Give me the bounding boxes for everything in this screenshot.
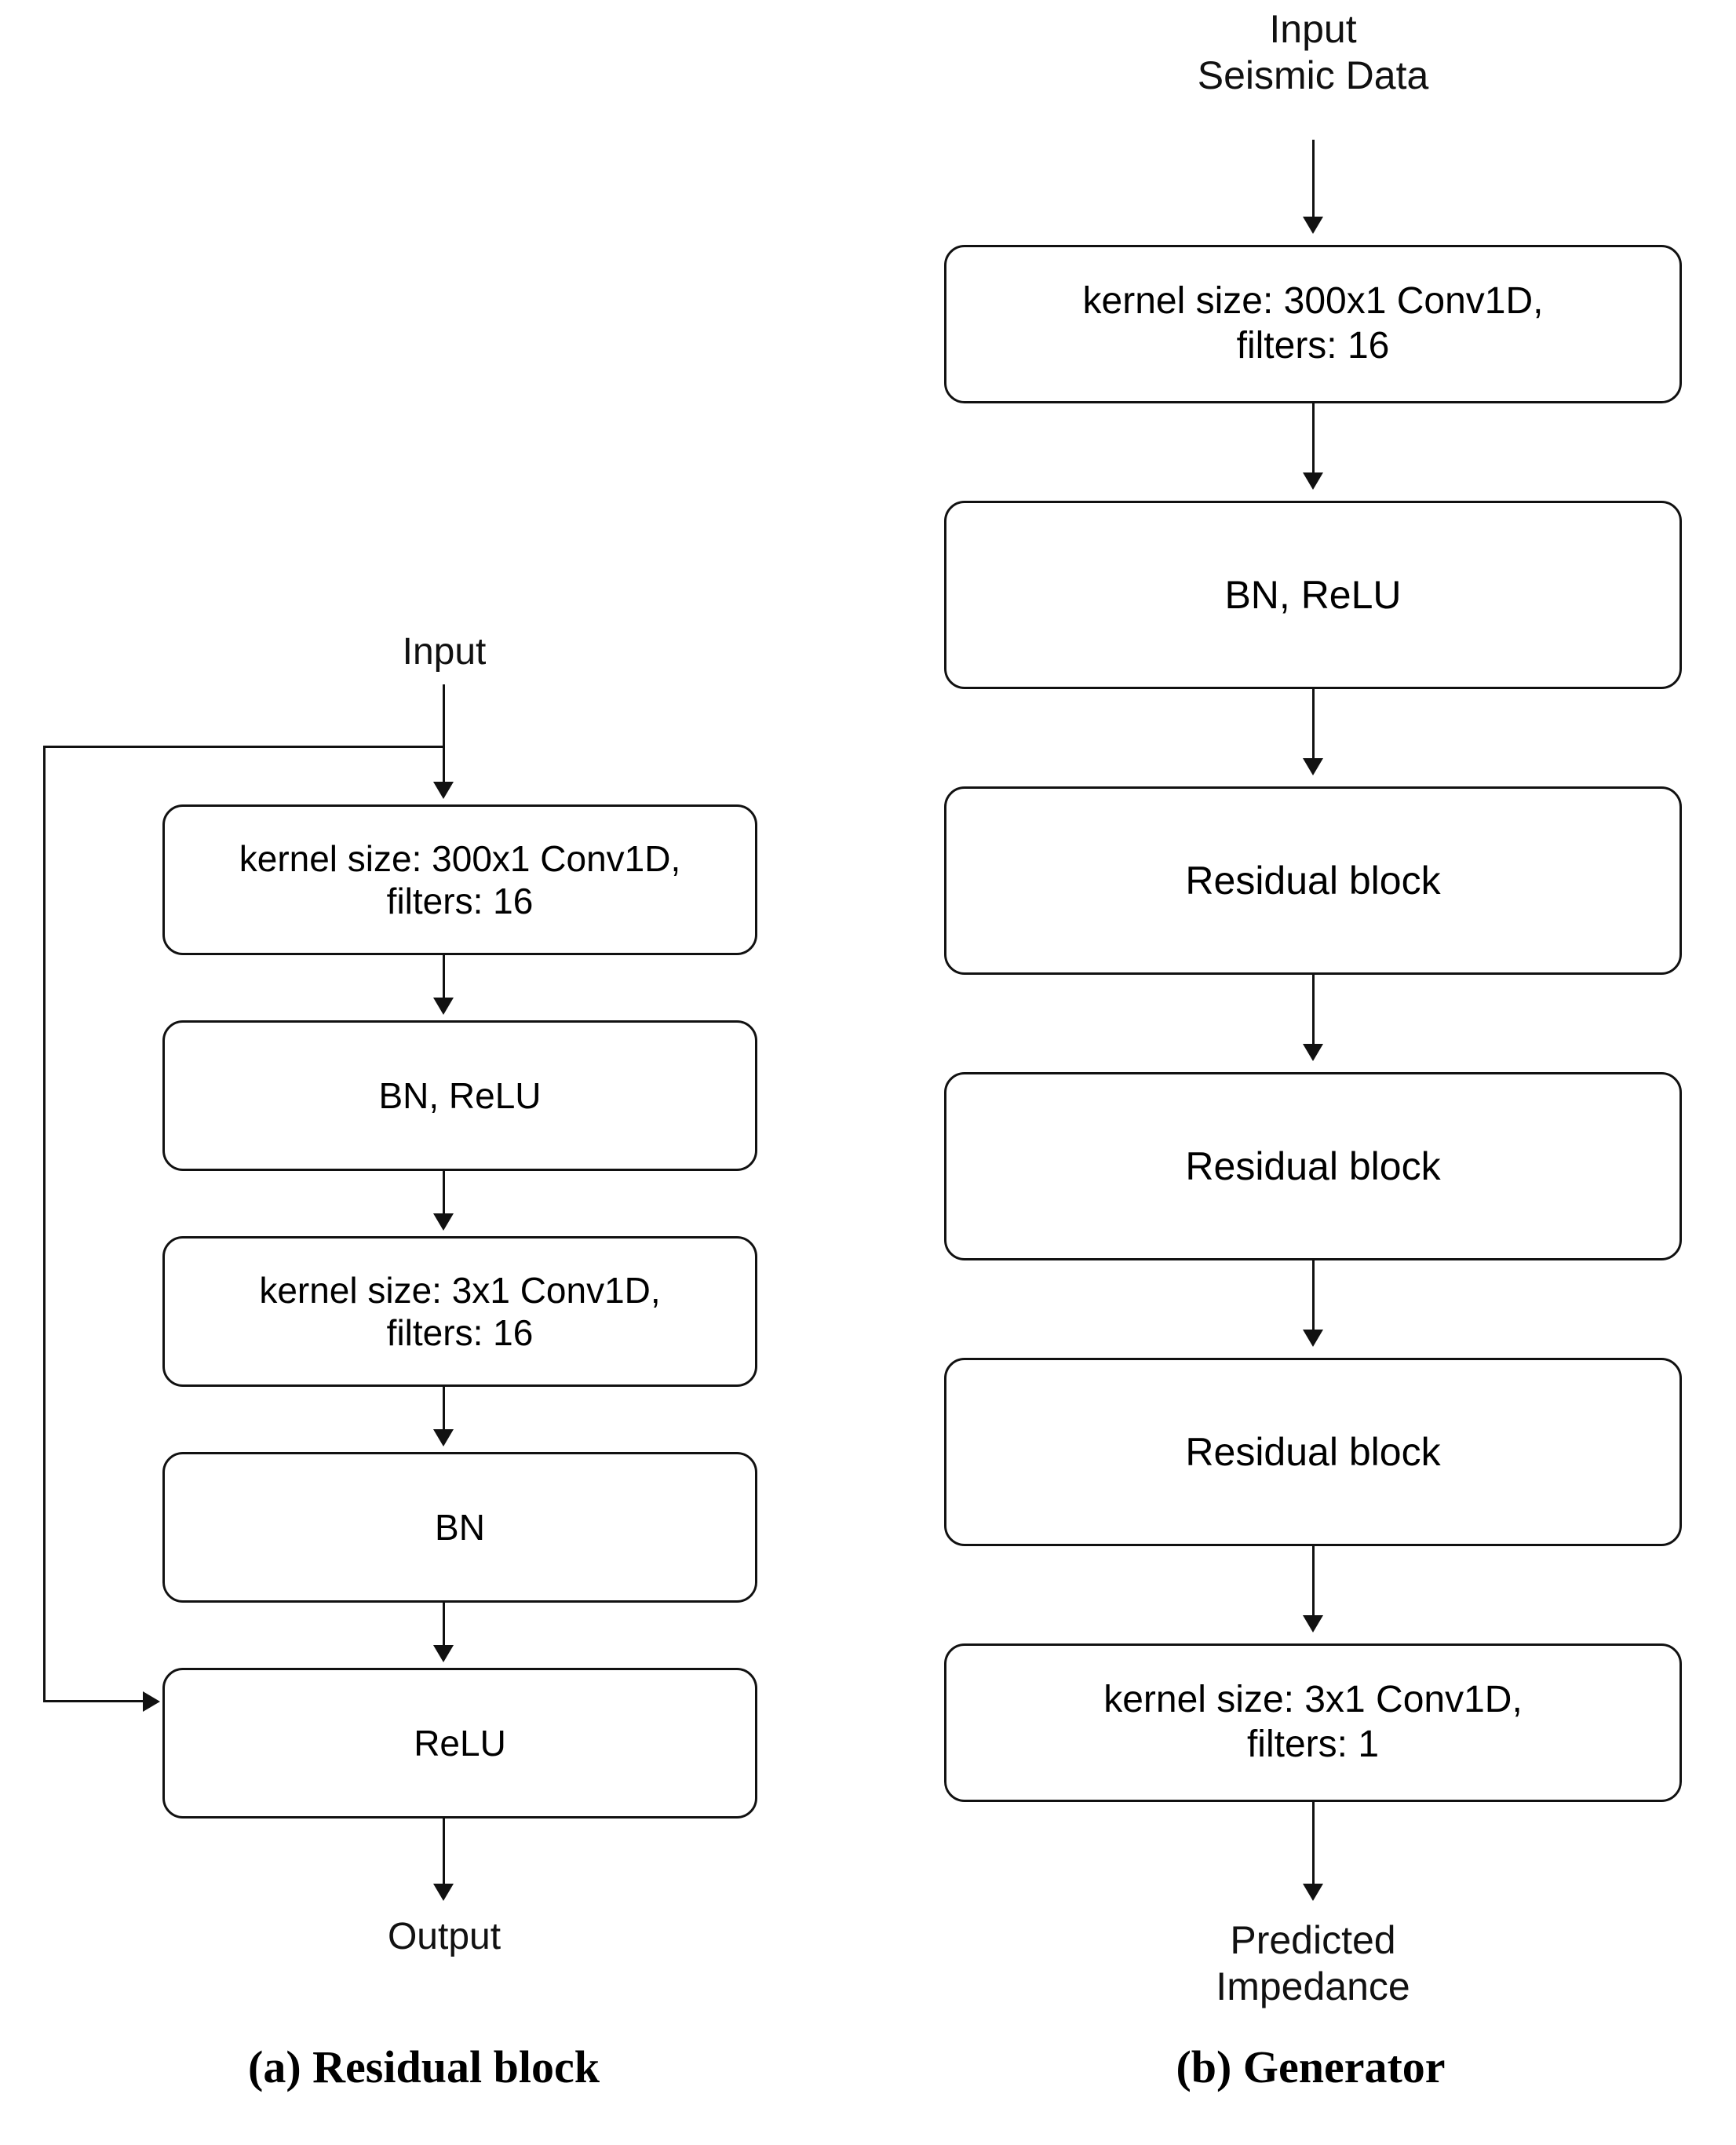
generator-output-label: Predicted Impedance [1216,1918,1410,2008]
connector-bnrelu-to-conv3 [443,1171,445,1217]
arrowhead-genbnrelu-to-res1 [1303,758,1323,775]
connector-conv300-to-bnrelu [443,955,445,1001]
node-gen-conv-300-label: kernel size: 300x1 Conv1D, filters: 16 [1082,280,1544,367]
node-gen-res-1[interactable]: Residual block [944,786,1682,975]
connector-res3-to-genconv3 [1312,1546,1315,1618]
node-gen-res-2-label: Residual block [1185,1144,1441,1188]
node-gen-res-2[interactable]: Residual block [944,1072,1682,1260]
node-conv-3[interactable]: kernel size: 3x1 Conv1D, filters: 16 [162,1236,757,1387]
arrowhead-relu-to-output [433,1884,454,1901]
node-relu[interactable]: ReLU [162,1668,757,1819]
node-conv-300-label: kernel size: 300x1 Conv1D, filters: 16 [239,837,681,921]
residual-output-label: Output [387,1916,501,1957]
arrowhead-conv300-to-bnrelu [433,998,454,1015]
caption-generator: (b) Generator [1176,2041,1446,2092]
skip-connection-top [43,746,445,748]
arrowhead-res3-to-genconv3 [1303,1615,1323,1632]
skip-connection-arrowhead [143,1691,160,1712]
connector-genconv3-to-output [1312,1802,1315,1890]
arrowhead-res1-to-res2 [1303,1044,1323,1061]
arrowhead-geninput-to-conv300 [1303,217,1323,234]
node-bn-relu-label: BN, ReLU [378,1074,542,1116]
connector-res1-to-res2 [1312,975,1315,1047]
connector-res2-to-res3 [1312,1260,1315,1333]
arrowhead-bn-to-relu [433,1645,454,1662]
node-gen-res-3-label: Residual block [1185,1429,1441,1474]
skip-connection-vertical [43,746,46,1702]
residual-input-label: Input [402,631,487,673]
arrowhead-bnrelu-to-conv3 [433,1213,454,1231]
connector-input-to-conv300 [443,746,445,785]
node-bn[interactable]: BN [162,1452,757,1603]
connector-genconv300-to-bnrelu [1312,403,1315,476]
node-gen-conv-3[interactable]: kernel size: 3x1 Conv1D, filters: 1 [944,1643,1682,1802]
node-bn-relu[interactable]: BN, ReLU [162,1020,757,1171]
connector-bn-to-relu [443,1603,445,1648]
node-gen-conv-300[interactable]: kernel size: 300x1 Conv1D, filters: 16 [944,245,1682,403]
node-relu-label: ReLU [414,1722,506,1764]
arrowhead-input-to-conv300 [433,782,454,799]
node-conv-3-label: kernel size: 3x1 Conv1D, filters: 16 [259,1269,661,1353]
node-gen-res-3[interactable]: Residual block [944,1358,1682,1546]
node-gen-bn-relu[interactable]: BN, ReLU [944,501,1682,689]
connector-conv3-to-bn [443,1387,445,1432]
connector-relu-to-output [443,1819,445,1888]
arrowhead-genconv3-to-output [1303,1884,1323,1901]
caption-residual-block: (a) Residual block [248,2041,600,2092]
connector-genbnrelu-to-res1 [1312,689,1315,761]
connector-input-stem [443,684,445,747]
arrowhead-res2-to-res3 [1303,1330,1323,1347]
generator-input-label: Input Seismic Data [1197,7,1429,97]
arrowhead-conv3-to-bn [433,1429,454,1446]
connector-geninput-to-conv300 [1312,140,1315,220]
node-gen-res-1-label: Residual block [1185,858,1441,903]
node-bn-label: BN [435,1506,485,1548]
skip-connection-bottom [43,1700,145,1702]
node-gen-conv-3-label: kernel size: 3x1 Conv1D, filters: 1 [1103,1679,1523,1765]
arrowhead-genconv300-to-bnrelu [1303,472,1323,490]
node-conv-300[interactable]: kernel size: 300x1 Conv1D, filters: 16 [162,804,757,955]
node-gen-bn-relu-label: BN, ReLU [1224,572,1402,617]
